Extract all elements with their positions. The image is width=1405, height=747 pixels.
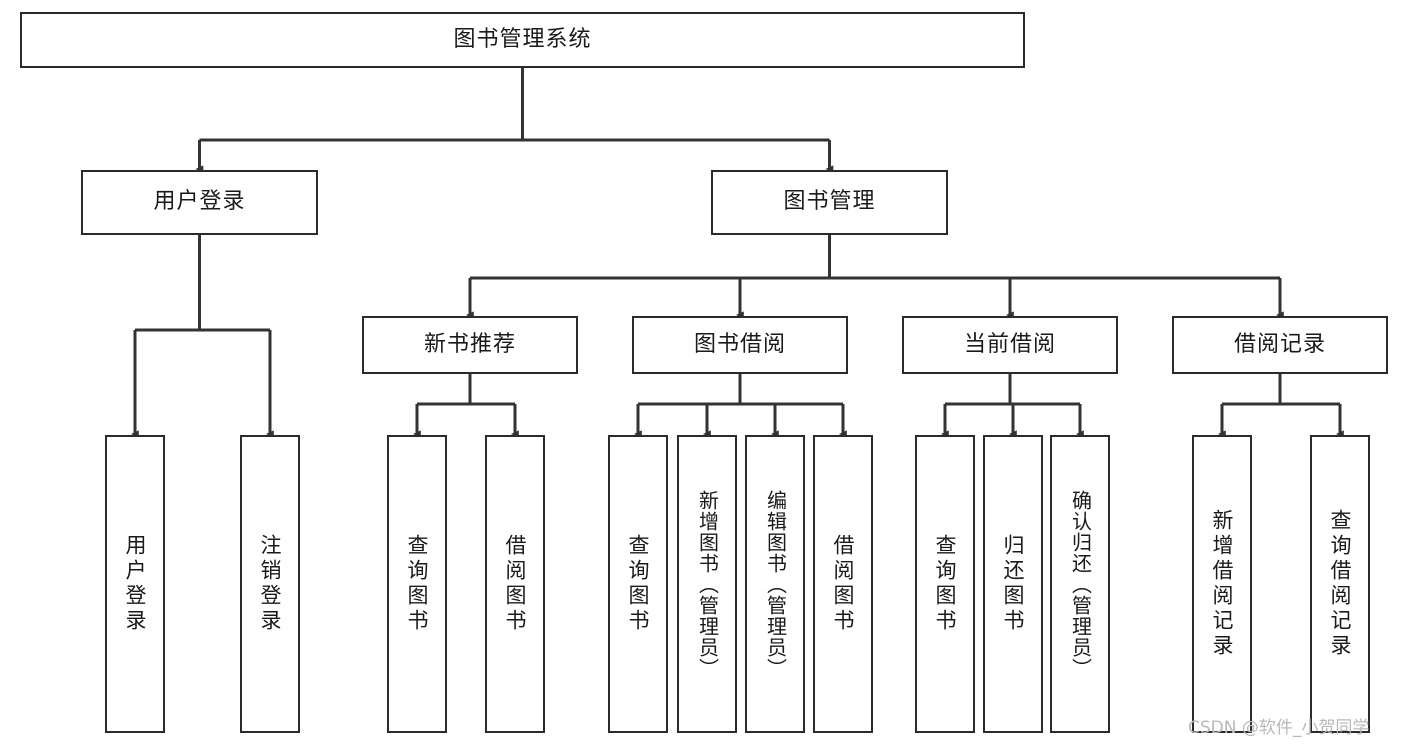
node-label-leaf-edit-book-admin: 编辑图书（管理员） xyxy=(763,489,788,679)
node-label-book-borrow: 图书借阅 xyxy=(693,331,786,357)
node-user-login[interactable]: 用户登录 xyxy=(81,170,318,235)
node-label-root: 图书管理系统 xyxy=(453,26,592,52)
node-root[interactable]: 图书管理系统 xyxy=(20,12,1025,68)
node-label-user-login: 用户登录 xyxy=(153,189,246,215)
node-leaf-edit-book-admin[interactable]: 编辑图书（管理员） xyxy=(745,435,805,733)
node-label-leaf-add-book-admin: 新增图书（管理员） xyxy=(695,489,720,679)
connector-lines xyxy=(131,68,1344,438)
node-leaf-add-book-admin[interactable]: 新增图书（管理员） xyxy=(677,435,737,733)
node-label-leaf-query-borrow-record: 查询借阅记录 xyxy=(1328,509,1353,659)
node-leaf-query-book-cur[interactable]: 查询图书 xyxy=(915,435,975,733)
node-leaf-add-borrow-record[interactable]: 新增借阅记录 xyxy=(1192,435,1252,733)
node-leaf-return-book[interactable]: 归还图书 xyxy=(983,435,1043,733)
node-label-leaf-confirm-return-admin: 确认归还（管理员） xyxy=(1068,489,1093,679)
node-leaf-user-login[interactable]: 用户登录 xyxy=(105,435,165,733)
node-label-borrow-record: 借阅记录 xyxy=(1233,331,1326,357)
node-book-borrow[interactable]: 图书借阅 xyxy=(632,316,848,374)
node-current-borrow[interactable]: 当前借阅 xyxy=(902,316,1118,374)
node-leaf-query-book-new[interactable]: 查询图书 xyxy=(387,435,447,733)
node-label-leaf-return-book: 归还图书 xyxy=(1001,534,1026,634)
node-label-leaf-user-logout: 注销登录 xyxy=(258,534,283,634)
node-leaf-query-book[interactable]: 查询图书 xyxy=(608,435,668,733)
node-label-new-book-recommend: 新书推荐 xyxy=(423,331,516,357)
node-label-book-manage: 图书管理 xyxy=(783,189,876,215)
node-label-leaf-query-book-new: 查询图书 xyxy=(405,534,430,634)
node-label-current-borrow: 当前借阅 xyxy=(963,331,1056,357)
node-label-leaf-borrow-book: 借阅图书 xyxy=(831,534,856,634)
node-label-leaf-query-book: 查询图书 xyxy=(626,534,651,634)
node-leaf-user-logout[interactable]: 注销登录 xyxy=(240,435,300,733)
node-borrow-record[interactable]: 借阅记录 xyxy=(1172,316,1388,374)
node-label-leaf-query-book-cur: 查询图书 xyxy=(933,534,958,634)
node-label-leaf-borrow-book-new: 借阅图书 xyxy=(503,534,528,634)
node-new-book-recommend[interactable]: 新书推荐 xyxy=(362,316,578,374)
node-leaf-borrow-book-new[interactable]: 借阅图书 xyxy=(485,435,545,733)
node-leaf-confirm-return-admin[interactable]: 确认归还（管理员） xyxy=(1050,435,1110,733)
node-label-leaf-add-borrow-record: 新增借阅记录 xyxy=(1210,509,1235,659)
node-book-manage[interactable]: 图书管理 xyxy=(711,170,948,235)
node-label-leaf-user-login: 用户登录 xyxy=(123,534,148,634)
watermark-text: CSDN @软件_小贺同学 xyxy=(1188,718,1370,738)
node-leaf-borrow-book[interactable]: 借阅图书 xyxy=(813,435,873,733)
node-leaf-query-borrow-record[interactable]: 查询借阅记录 xyxy=(1310,435,1370,733)
